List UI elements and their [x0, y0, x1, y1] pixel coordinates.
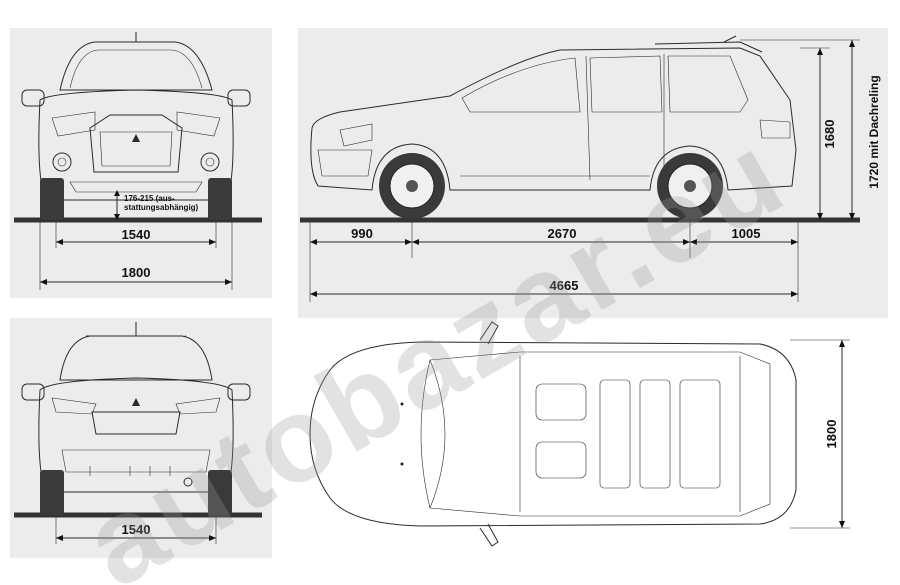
front-width-dimension: 1800 — [122, 265, 151, 280]
top-view: 1800 — [309, 321, 850, 547]
front-overhang-dimension: 990 — [351, 226, 373, 241]
top-width-dimension: 1800 — [824, 420, 839, 449]
height-roof-rails-dimension: 1720 mit Dachreling — [867, 75, 881, 188]
clearance-note-line1: 176-215 (aus- — [124, 194, 175, 203]
rear-track-dimension: 1540 — [122, 522, 151, 537]
wheelbase-dimension: 2670 — [548, 226, 577, 241]
rear-view-panel — [10, 318, 272, 558]
front-view: 176-215 (aus- stattungsabhängig) 1540 18… — [14, 32, 262, 290]
side-view: 1680 1720 mit Dachreling 990 2670 1005 4… — [300, 35, 881, 302]
rear-view: 1540 — [14, 322, 262, 544]
front-view-panel — [10, 28, 272, 298]
length-dimension: 4665 — [550, 278, 579, 293]
front-track-dimension: 1540 — [122, 227, 151, 242]
height-dimension: 1680 — [822, 120, 837, 149]
rear-overhang-dimension: 1005 — [732, 226, 761, 241]
clearance-note-line2: stattungsabhängig) — [124, 203, 199, 212]
